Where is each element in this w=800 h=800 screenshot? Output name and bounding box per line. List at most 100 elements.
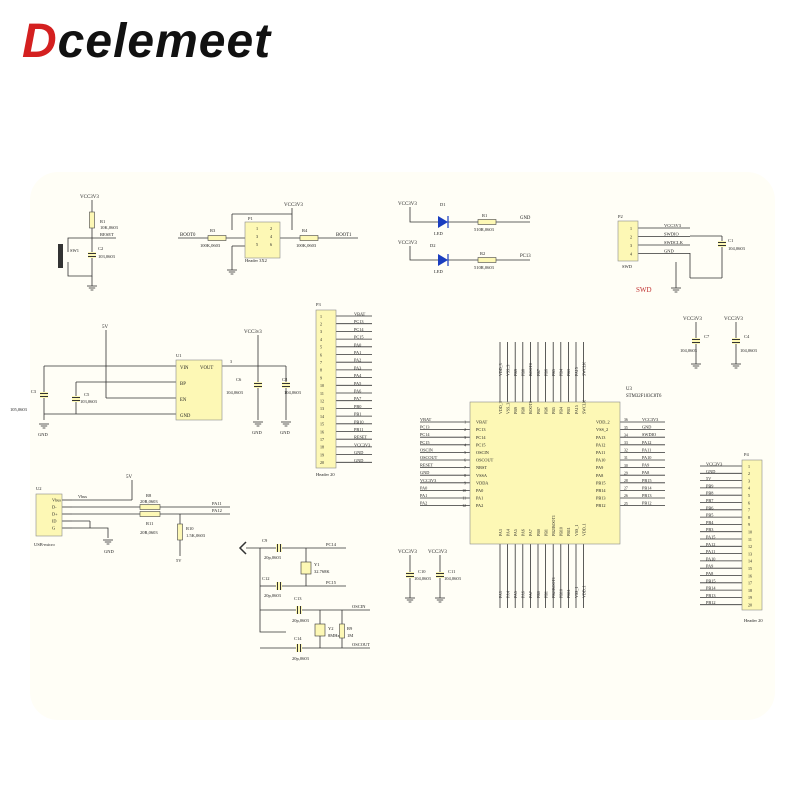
mcu-left-pin-number: 9 xyxy=(464,481,466,485)
mcu-right-pin-number: 29 xyxy=(624,471,628,475)
mcu-left-pin-number: 2 xyxy=(464,428,466,432)
header-p4-pin-number: 14 xyxy=(748,559,752,564)
header-p4-pin-number: 15 xyxy=(748,566,752,571)
mcu-bottom-net: PA5 xyxy=(513,591,518,598)
led1-resistor xyxy=(477,219,497,225)
swd-c1-bg xyxy=(718,241,726,247)
header-p4-net: PB9 xyxy=(706,483,713,488)
crystal-c14-bg xyxy=(296,644,302,652)
crystal-c14-ref: C14 xyxy=(294,636,302,641)
header-p3-pin-number: 7 xyxy=(320,360,322,365)
mcu-body xyxy=(469,401,621,545)
header-p3-pin-number: 6 xyxy=(320,352,322,357)
header-p4-pin-number: 9 xyxy=(748,522,750,527)
swd-ref: P2 xyxy=(618,214,623,219)
header-p4-pin-number: 17 xyxy=(748,581,752,586)
reg-c3-ref: C3 xyxy=(31,389,37,394)
reg-c6-value: 104,0603 xyxy=(226,390,244,396)
header-p4-pin-number: 5 xyxy=(748,493,750,498)
reset-switch-ref: SW1 xyxy=(70,248,79,253)
mcu-left-pin-number: 8 xyxy=(464,474,466,478)
header-p3-net: PA5 xyxy=(354,381,361,386)
reg-c3-bg xyxy=(40,392,48,398)
crystal-c9-bg xyxy=(276,544,282,552)
mcu-left-pin: PA1 xyxy=(476,496,483,501)
swd-pin-number: 3 xyxy=(630,243,632,248)
usb-r11-ref: R11 xyxy=(146,521,153,526)
usb-r8 xyxy=(139,504,161,510)
reset-switch-wire xyxy=(67,237,92,252)
header-p3-pin-number: 12 xyxy=(320,399,324,404)
swd-connector-name: SWD xyxy=(622,264,633,269)
mcu-right-pin: PB12 xyxy=(596,503,606,508)
regulator-body xyxy=(175,359,223,421)
header-p3-pin-number: 15 xyxy=(320,422,324,427)
c7-vcc-label: VCC3V3 xyxy=(683,317,702,322)
mcu-right-pin: PB14 xyxy=(596,488,606,493)
usb-net-pa12: PA12 xyxy=(212,508,222,513)
mcu-bottom-net: PA6 xyxy=(521,591,526,598)
reg-c6-bg xyxy=(254,382,262,388)
usb-pin: G xyxy=(52,526,55,531)
mcu-top-pin: PB3 xyxy=(566,407,571,414)
header-p4-net: PB7 xyxy=(706,498,714,503)
mcu-top-net: PB4 xyxy=(559,369,564,376)
crystal-net-oscout: OSCOUT xyxy=(352,642,370,647)
led2-vcc-label: VCC3V3 xyxy=(398,241,417,246)
usb-ground-label: GND xyxy=(104,549,114,554)
header-p4-net: PB6 xyxy=(706,505,714,510)
mcu-left-pin: PC13 xyxy=(476,427,486,432)
header-p4-net: PA15 xyxy=(706,535,715,540)
crystal-net-pc14: PC14 xyxy=(326,542,337,547)
mcu-right-pin: PA10 xyxy=(596,458,605,463)
reset-c2-ref: C2 xyxy=(98,246,103,251)
usb-connector-body xyxy=(35,493,63,537)
regulator-pin-vin: VIN xyxy=(180,366,189,371)
header-p4-pin-number: 1 xyxy=(748,464,750,469)
reg-c3-value: 105,0603 xyxy=(10,407,28,413)
mcu-right-pin: PA13 xyxy=(596,435,605,440)
mcu-left-pin: VBAT xyxy=(476,420,488,425)
header-p4-name: Header 20 xyxy=(744,618,763,623)
mcu-bottom-pin: PB2/BOOT1 xyxy=(551,515,556,536)
swd-pin-number: 1 xyxy=(630,226,632,231)
header-p4-net: PB4 xyxy=(706,520,714,525)
regulator-pin-vout: VOUT xyxy=(200,366,213,371)
mcu-left-net: VBAT xyxy=(420,417,432,422)
header-p3-net: PA7 xyxy=(354,396,362,401)
header-p4-pin-number: 11 xyxy=(748,537,752,542)
led2-net-label: PC13 xyxy=(520,254,531,259)
swd-pin-number: 2 xyxy=(630,235,632,240)
mcu-left-pin: VDDA xyxy=(476,480,489,485)
swd-pin-number: 4 xyxy=(630,252,632,257)
usb-supply-label: 5V xyxy=(126,475,133,480)
mcu-top-pin: PB5 xyxy=(551,407,556,414)
header-p4-pin-number: 4 xyxy=(748,486,750,491)
usb-r11 xyxy=(139,511,161,517)
mcu-part-number: STM32F103C8T6 xyxy=(626,394,662,399)
mcu-right-net: PB14 xyxy=(642,485,652,490)
crystal-y1-value: 32.768K xyxy=(314,569,330,574)
header-p4-net: PB14 xyxy=(706,586,716,591)
swd-c1-ref: C1 xyxy=(728,238,733,243)
header-p4-pin-number: 20 xyxy=(748,603,752,608)
mcu-bottom-pin: PA5 xyxy=(513,529,518,536)
crystal-c13-bg xyxy=(296,606,302,614)
cap-c10-bg xyxy=(406,572,414,578)
mcu-left-pin-number: 3 xyxy=(464,436,466,440)
crystal-y2 xyxy=(314,623,326,637)
usb-vbus-label: Vbus xyxy=(78,494,87,499)
crystal-net-oscin: OSCIN xyxy=(352,604,366,609)
header-p4-pin-number: 2 xyxy=(748,471,750,476)
boot-r4-value: 100K,0603 xyxy=(296,243,317,249)
mcu-left-pin: NRST xyxy=(476,465,487,470)
crystal-r9-value: 1M xyxy=(347,633,353,638)
mcu-right-pin: VSS_2 xyxy=(596,427,608,432)
header-p3-net: PB10 xyxy=(354,419,364,424)
header-p3-net: PA6 xyxy=(354,389,362,394)
mcu-bottom-net: PB10 xyxy=(559,589,564,598)
mcu-top-pin: PB9 xyxy=(513,407,518,414)
mcu-bottom-pin: VDD_1 xyxy=(581,523,586,536)
led1-r-ref: R1 xyxy=(482,213,487,218)
